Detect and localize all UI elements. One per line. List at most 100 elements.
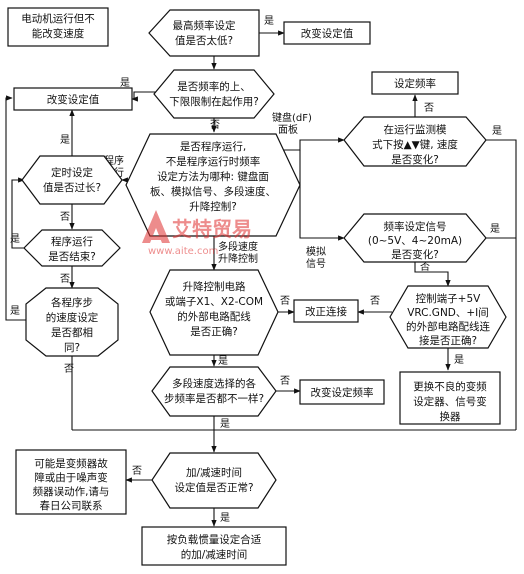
set-freq-text: 设定频率 (394, 77, 436, 90)
change-freq-text: 改变设定频率 (311, 386, 374, 399)
decision-accel (151, 452, 277, 509)
terminal-line-2: VRC.GND、+I间 (407, 306, 489, 319)
decision-max-freq (148, 9, 260, 57)
title-box (7, 7, 109, 47)
keypad-line-2: 式下按▲▼键, 速度 (372, 138, 458, 151)
decision-timer (21, 155, 123, 205)
change-setting-2-text: 改变设定值 (47, 93, 100, 106)
updown-line-3: 的外部电路配线 (177, 310, 251, 323)
terminal-line-4: 接是否正确? (419, 334, 477, 347)
signal-line-1: 频率设定信号 (384, 220, 447, 233)
decision-multistep (151, 366, 277, 417)
program-line-2: 不是程序运行时频率 (166, 155, 261, 168)
fault-line-2: 障或由于噪声变 (34, 471, 108, 484)
label-no: 否 (60, 211, 70, 223)
label-yes: 是 (454, 354, 464, 366)
box-set-freq (371, 71, 459, 95)
label-no: 否 (280, 375, 290, 387)
title-line-2: 能改变速度 (32, 27, 85, 40)
program-line-3: 设定方法为哪种: 键盘面 (157, 170, 269, 183)
label-yes: 是 (218, 355, 228, 367)
decision-limits (153, 69, 275, 119)
label-no: 否 (420, 261, 430, 273)
shapes (7, 7, 507, 566)
terminal-line-3: 的外部电路配线连 (406, 320, 490, 333)
updown-line-1: 升降控制电路 (183, 280, 246, 293)
updown-line-2: 或端子X1、X2-COM (165, 295, 263, 308)
label-yes: 是 (490, 223, 500, 235)
label-yes: 是 (220, 418, 230, 430)
keypad-line-1: 在运行监测模 (384, 123, 447, 136)
multistep-line-1: 多段速度选择的各 (172, 377, 256, 390)
replace-line-3: 换器 (440, 410, 461, 423)
label-analog-2: 信号 (306, 258, 326, 270)
watermark-brand: 艾特贸易 (172, 217, 252, 241)
box-fix-wiring (293, 299, 359, 323)
change-setting-1-text: 改变设定值 (301, 27, 354, 40)
label-multistep: 多段速度 (218, 240, 258, 253)
decision-program-end (23, 229, 121, 267)
progend-line-1: 程序运行 (51, 235, 93, 248)
label-yes: 是 (10, 233, 20, 245)
steps-line-3: 是否都相 (51, 326, 93, 339)
label-no: 否 (64, 363, 74, 375)
box-set-accel (141, 526, 287, 566)
replace-line-1: 更换不良的变频 (413, 380, 487, 393)
steps-line-4: 同? (64, 342, 80, 354)
label-keypad-1: 键盘(dF) (272, 111, 312, 124)
accel-line-2: 设定值是否正常? (174, 481, 253, 494)
title-line-1: 电动机运行但不 (21, 12, 95, 25)
set-accel-line-2: 的加/减速时间 (181, 548, 248, 561)
updown-line-4: 是否正确? (190, 325, 238, 338)
decision-updown (149, 269, 279, 356)
keypad-line-3: 是否变化? (391, 153, 439, 166)
label-no: 否 (370, 295, 380, 307)
signal-line-2: (0~5V、4~20mA) (368, 235, 462, 247)
connector-labels: 是 是 否 程序 运行 是 否 是 否 是 否 键盘(dF) 面板 否 是 模拟… (10, 15, 502, 524)
max-freq-line-1: 最高频率设定 (173, 19, 236, 32)
fix-wiring-text: 改正连接 (305, 305, 347, 318)
signal-line-3: 是否变化? (391, 248, 439, 261)
max-freq-line-2: 值是否太低? (175, 34, 233, 47)
terminal-line-1: 控制端子+5V (416, 292, 481, 305)
decision-signal (343, 213, 487, 263)
watermark: 艾特贸易 www.aite.com (142, 210, 252, 257)
decision-program (125, 133, 301, 237)
program-line-4: 板、模拟信号、多段速度、 (150, 185, 276, 198)
progend-line-2: 是否结束? (48, 250, 96, 263)
label-yes: 是 (60, 134, 70, 146)
decision-steps-same (25, 287, 119, 357)
limits-line-1: 是否频率的上、 (177, 80, 251, 93)
watermark-logo-icon (142, 210, 170, 243)
label-updown: 升降控制 (218, 252, 258, 265)
box-change-setting-1 (283, 21, 371, 45)
decision-terminal (389, 285, 507, 349)
label-no: 否 (60, 273, 70, 285)
set-accel-line-1: 按负载惯量设定合适 (167, 533, 262, 546)
label-no: 否 (424, 102, 434, 114)
label-keypad-2: 面板 (278, 123, 298, 136)
program-line-1: 是否程序运行, (180, 140, 246, 153)
multistep-line-2: 步频率是否都不一样? (164, 392, 264, 405)
fault-line-3: 频器误动作,请与 (33, 485, 110, 498)
fault-line-4: 春日公司联系 (40, 500, 103, 512)
box-change-freq (299, 379, 385, 405)
label-yes: 是 (264, 15, 274, 27)
node-texts: 电动机运行但不 能改变速度 最高频率设定 值是否太低? 改变设定值 是否频率的上… (21, 12, 490, 561)
label-no: 否 (210, 119, 220, 131)
accel-line-1: 加/减速时间 (186, 466, 242, 479)
box-change-setting-2 (13, 87, 133, 111)
steps-line-2: 的速度设定 (46, 311, 99, 324)
timer-line-1: 定时设定 (51, 166, 93, 179)
program-line-5: 升降控制? (189, 200, 237, 213)
label-yes: 是 (220, 512, 230, 524)
label-yes: 是 (10, 305, 20, 317)
box-fault (15, 449, 127, 515)
steps-line-1: 各程序步 (51, 296, 93, 309)
limits-line-2: 下限限制在起作用? (169, 95, 259, 108)
label-yes: 是 (120, 77, 130, 89)
label-no: 否 (132, 465, 142, 477)
fault-line-1: 可能是变频器故 (34, 457, 108, 470)
timer-line-2: 值是否过长? (43, 181, 101, 194)
